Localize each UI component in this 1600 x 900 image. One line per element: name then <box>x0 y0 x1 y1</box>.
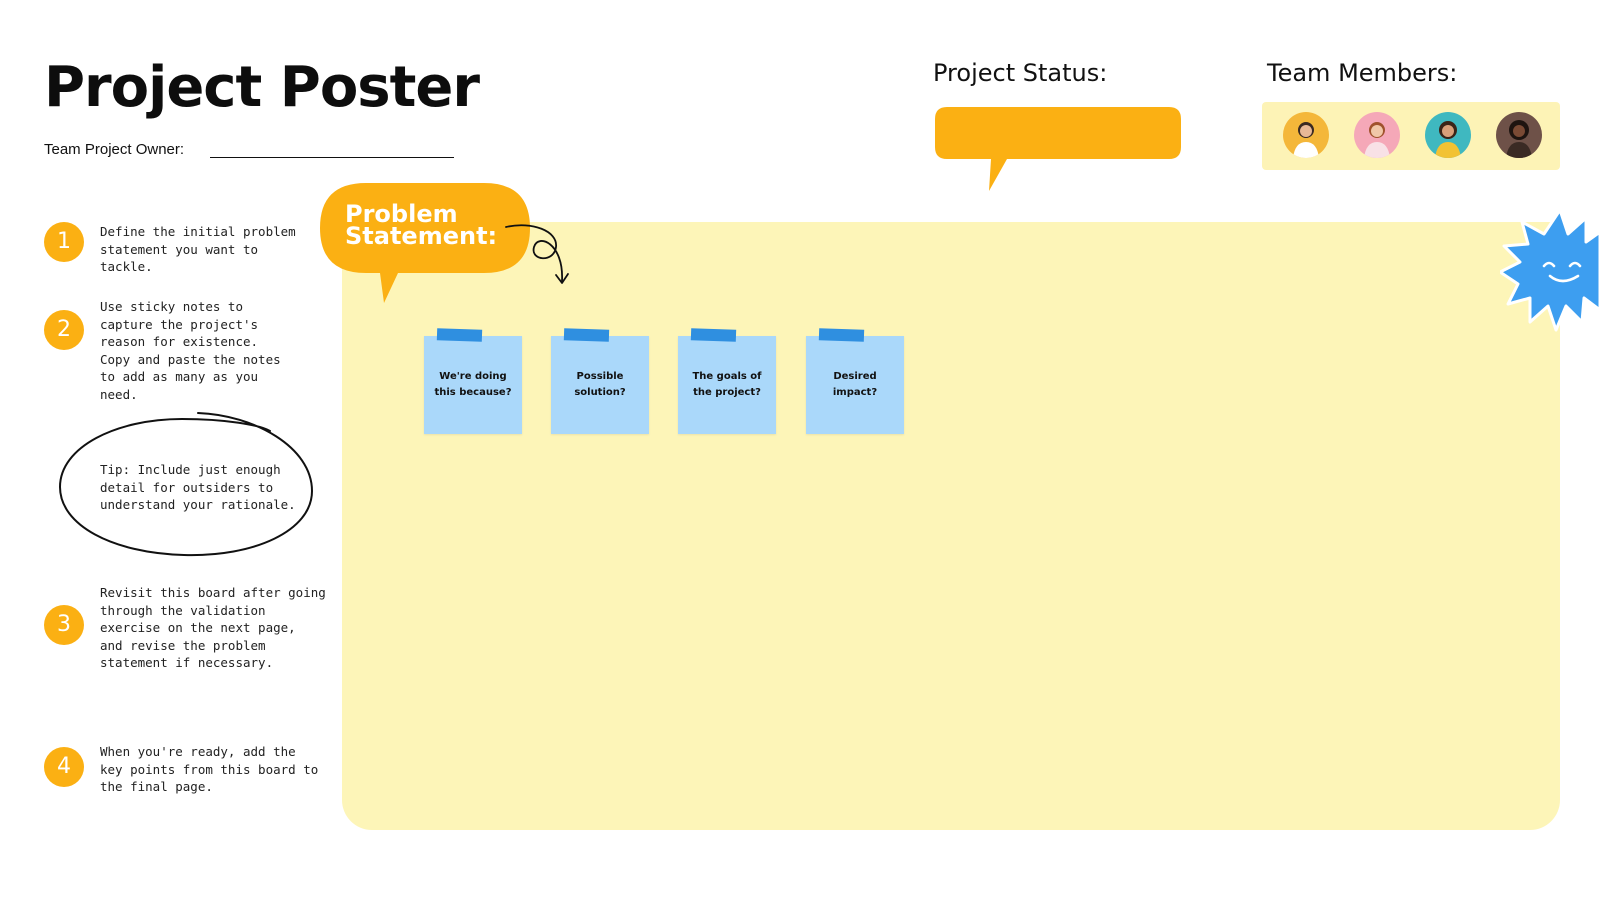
project-status-bubble[interactable] <box>933 105 1185 195</box>
team-members-panel <box>1262 102 1560 170</box>
team-project-owner-line[interactable] <box>210 157 454 158</box>
page-title: Project Poster <box>44 55 480 120</box>
tip-oval <box>58 412 314 557</box>
step-2-text: Use sticky notes to capture the project'… <box>100 299 281 402</box>
sticky-note-text: Possible solution? <box>574 371 626 398</box>
sticky-note-text: The goals of the project? <box>692 371 762 398</box>
avatar[interactable] <box>1354 112 1400 158</box>
sticky-note[interactable]: We're doing this because? <box>424 328 522 434</box>
step-1-text: Define the initial problem statement you… <box>100 224 296 274</box>
problem-label-line-1: Problem <box>345 200 458 228</box>
team-project-owner-label: Team Project Owner: <box>44 141 185 158</box>
person-icon <box>1293 122 1319 158</box>
step-1-badge: 1 <box>44 222 84 262</box>
problem-statement-board <box>342 222 1560 830</box>
person-icon <box>1506 120 1532 158</box>
problem-statement-bubble <box>320 183 569 303</box>
step-2-badge: 2 <box>44 310 84 350</box>
person-icon <box>1435 121 1461 158</box>
curly-arrow-icon <box>505 224 563 282</box>
step-3-text: Revisit this board after going through t… <box>100 585 326 670</box>
step-4-text: When you're ready, add the key points fr… <box>100 744 319 794</box>
person-icon <box>1364 122 1390 158</box>
avatar[interactable] <box>1496 112 1542 158</box>
problem-statement-label: Problem Statement: <box>345 200 498 250</box>
sticky-note-text: Desired impact? <box>832 371 878 398</box>
problem-label-line-2: Statement: <box>345 222 498 250</box>
avatar[interactable] <box>1283 112 1329 158</box>
step-4-badge: 4 <box>44 747 84 787</box>
team-members-label: Team Members: <box>1267 59 1458 87</box>
sticky-note-text: We're doing this because? <box>434 371 512 398</box>
sticky-note[interactable]: Desired impact? <box>806 328 904 434</box>
avatar[interactable] <box>1425 112 1471 158</box>
tip-text: Tip: Include just enough detail for outs… <box>100 462 296 512</box>
sticky-note[interactable]: Possible solution? <box>551 328 649 434</box>
step-3-badge: 3 <box>44 605 84 645</box>
sticky-note[interactable]: The goals of the project? <box>678 328 776 434</box>
project-status-label: Project Status: <box>933 59 1108 87</box>
smiling-sun-icon <box>1500 210 1600 332</box>
